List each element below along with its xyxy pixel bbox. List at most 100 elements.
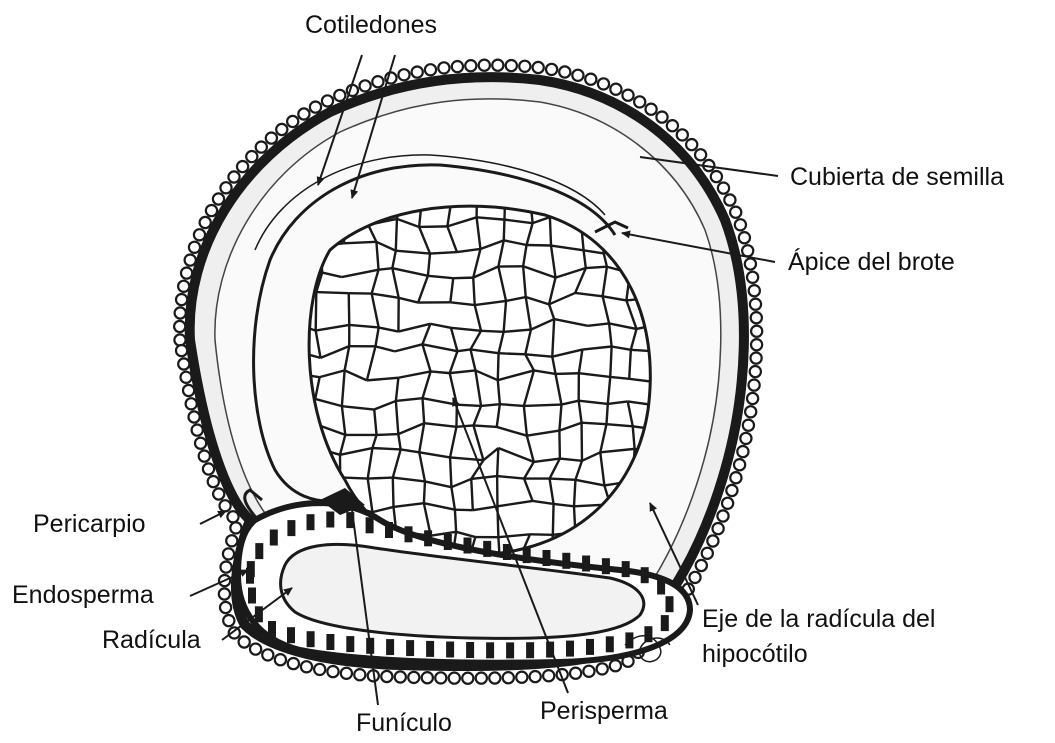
pericarp-bead	[314, 664, 325, 675]
pericarp-bead	[422, 672, 433, 683]
cell-wall	[499, 353, 526, 354]
cell-wall	[393, 478, 394, 507]
cell-wall	[422, 398, 424, 423]
leader-pericarpio	[200, 511, 226, 524]
cell-wall	[419, 226, 447, 227]
pericarp-bead	[546, 64, 557, 75]
pericarp-bead	[206, 205, 217, 216]
pericarp-bead	[221, 562, 232, 573]
pericarp-bead	[203, 463, 214, 474]
label-perisperma: Perisperma	[540, 698, 668, 726]
pericarp-bead	[722, 498, 733, 509]
pericarp-bead	[739, 232, 750, 243]
cell-wall	[344, 242, 377, 243]
endosperm-stripe	[255, 543, 263, 559]
pericarp-bead	[740, 433, 751, 444]
cell-wall	[377, 434, 399, 435]
pericarp-bead	[213, 193, 224, 204]
pericarp-bead	[327, 666, 338, 677]
endosperm-stripe	[562, 553, 570, 569]
cell-wall	[481, 404, 500, 406]
pericarp-bead	[689, 572, 700, 583]
pericarp-bead	[200, 217, 211, 228]
label-eje-line2: hipocótilo	[702, 641, 808, 669]
pericarp-bead	[677, 129, 688, 140]
cell-wall	[610, 346, 611, 376]
pericarp-bead	[175, 307, 186, 318]
pericarp-bead	[503, 672, 514, 683]
cell-wall	[556, 373, 579, 374]
cell-wall	[372, 448, 400, 449]
endosperm-stripe	[270, 530, 278, 546]
pericarp-bead	[208, 476, 219, 487]
pericarp-bead	[622, 90, 633, 101]
endosperm-stripe	[426, 641, 434, 657]
pericarp-bead	[220, 602, 231, 613]
label-pericarpio: Pericarpio	[33, 511, 146, 539]
pericarp-bead	[223, 548, 234, 559]
cell-wall	[504, 220, 505, 241]
pericarp-bead	[519, 61, 530, 72]
pericarp-bead	[226, 535, 237, 546]
pericarp-bead	[730, 207, 741, 218]
cell-wall	[471, 479, 473, 510]
pericarp-bead	[713, 523, 724, 534]
endosperm-stripe	[385, 522, 393, 538]
pericarp-bead	[696, 560, 707, 571]
cell-wall	[455, 510, 456, 532]
endosperm-stripe	[406, 640, 414, 656]
pericarp-bead	[559, 66, 570, 77]
pericarp-bead	[230, 522, 241, 533]
endosperm-stripe	[543, 550, 551, 566]
endosperm-stripe	[606, 636, 614, 652]
pericarp-bead	[543, 670, 554, 681]
pericarp-bead	[745, 258, 756, 269]
pericarp-bead	[743, 420, 754, 431]
endosperm-stripe	[386, 639, 394, 655]
pericarp-bead	[726, 485, 737, 496]
label-eje-line1: Eje de la radícula del	[702, 606, 935, 634]
cell-wall	[481, 331, 504, 332]
endosperm-stripe	[641, 567, 649, 583]
endosperm-stripe	[268, 621, 276, 637]
cell-wall	[629, 350, 631, 379]
pericarp-bead	[530, 671, 541, 682]
pericarp-bead	[750, 299, 761, 310]
pericarp-bead	[227, 511, 238, 522]
pericarp-bead	[334, 90, 345, 101]
pericarp-bead	[742, 245, 753, 256]
pericarp-bead	[275, 654, 286, 665]
pericarp-bead	[747, 393, 758, 404]
pericarp-bead	[398, 69, 409, 80]
pericarp-bead	[737, 446, 748, 457]
pericarp-bead	[707, 535, 718, 546]
endosperm-stripe	[486, 642, 494, 658]
pericarp-bead	[476, 673, 487, 684]
pericarp-bead	[465, 60, 476, 71]
endosperm-stripe	[366, 517, 374, 533]
pericarp-bead	[189, 411, 200, 422]
pericarp-bead	[354, 669, 365, 680]
cell-wall	[453, 278, 473, 279]
pericarp-bead	[186, 398, 197, 409]
endosperm-stripe	[464, 538, 472, 554]
cell-wall	[473, 278, 475, 305]
pericarp-bead	[435, 672, 446, 683]
pericarp-bead	[449, 673, 460, 684]
pericarp-bead	[730, 472, 741, 483]
endosperm-stripe	[307, 631, 315, 647]
pericarp-bead	[287, 116, 298, 127]
cell-wall	[316, 292, 317, 331]
endosperm-stripe	[483, 541, 491, 557]
pericarp-bead	[185, 255, 196, 266]
pericarp-bead	[412, 67, 423, 78]
pericarp-bead	[288, 658, 299, 669]
endosperm-stripe	[444, 534, 452, 550]
pericarp-bead	[176, 345, 187, 356]
endosperm-stripe	[346, 636, 354, 652]
pericarp-bead	[751, 312, 762, 323]
pericarp-bead	[749, 380, 760, 391]
pericarp-bead	[266, 133, 277, 144]
pericarp-bead	[438, 62, 449, 73]
pericarp-bead	[199, 451, 210, 462]
